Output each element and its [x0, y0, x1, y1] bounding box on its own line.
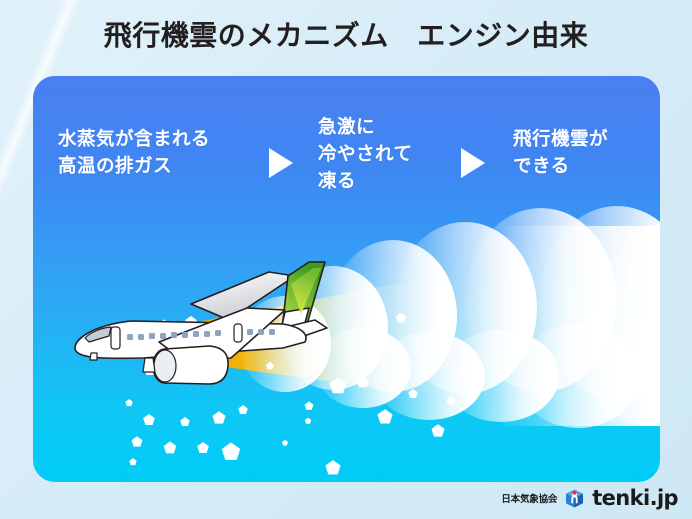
step-label-contrail: 飛行機雲が できる — [513, 129, 609, 177]
scene-artwork — [74, 206, 660, 475]
arrow-right-icon-2 — [461, 148, 485, 178]
process-steps: 水蒸気が含まれる 高温の排ガス 急激に 冷やされて 凍る 飛行機雲が できる — [33, 76, 660, 206]
airplane-illustration — [74, 261, 328, 385]
step-label-exhaust: 水蒸気が含まれる 高温の排ガス — [58, 129, 211, 177]
diagram-panel: 水蒸気が含まれる 高温の排ガス 急激に 冷やされて 凍る 飛行機雲が できる — [33, 76, 660, 482]
arrow-right-icon-1 — [269, 148, 293, 178]
step-label-freeze: 急激に 冷やされて 凍る — [318, 117, 413, 192]
footer-organization-label: 日本気象協会 — [501, 494, 558, 505]
page-title: 飛行機雲のメカニズム エンジン由来 — [103, 19, 589, 52]
footer-brand-label: tenki.jp — [592, 486, 678, 510]
tenki-cube-logo-icon — [566, 489, 584, 507]
footer-branding: 日本気象協会 tenki.jp — [501, 486, 678, 510]
contrail-cloud — [239, 206, 660, 428]
